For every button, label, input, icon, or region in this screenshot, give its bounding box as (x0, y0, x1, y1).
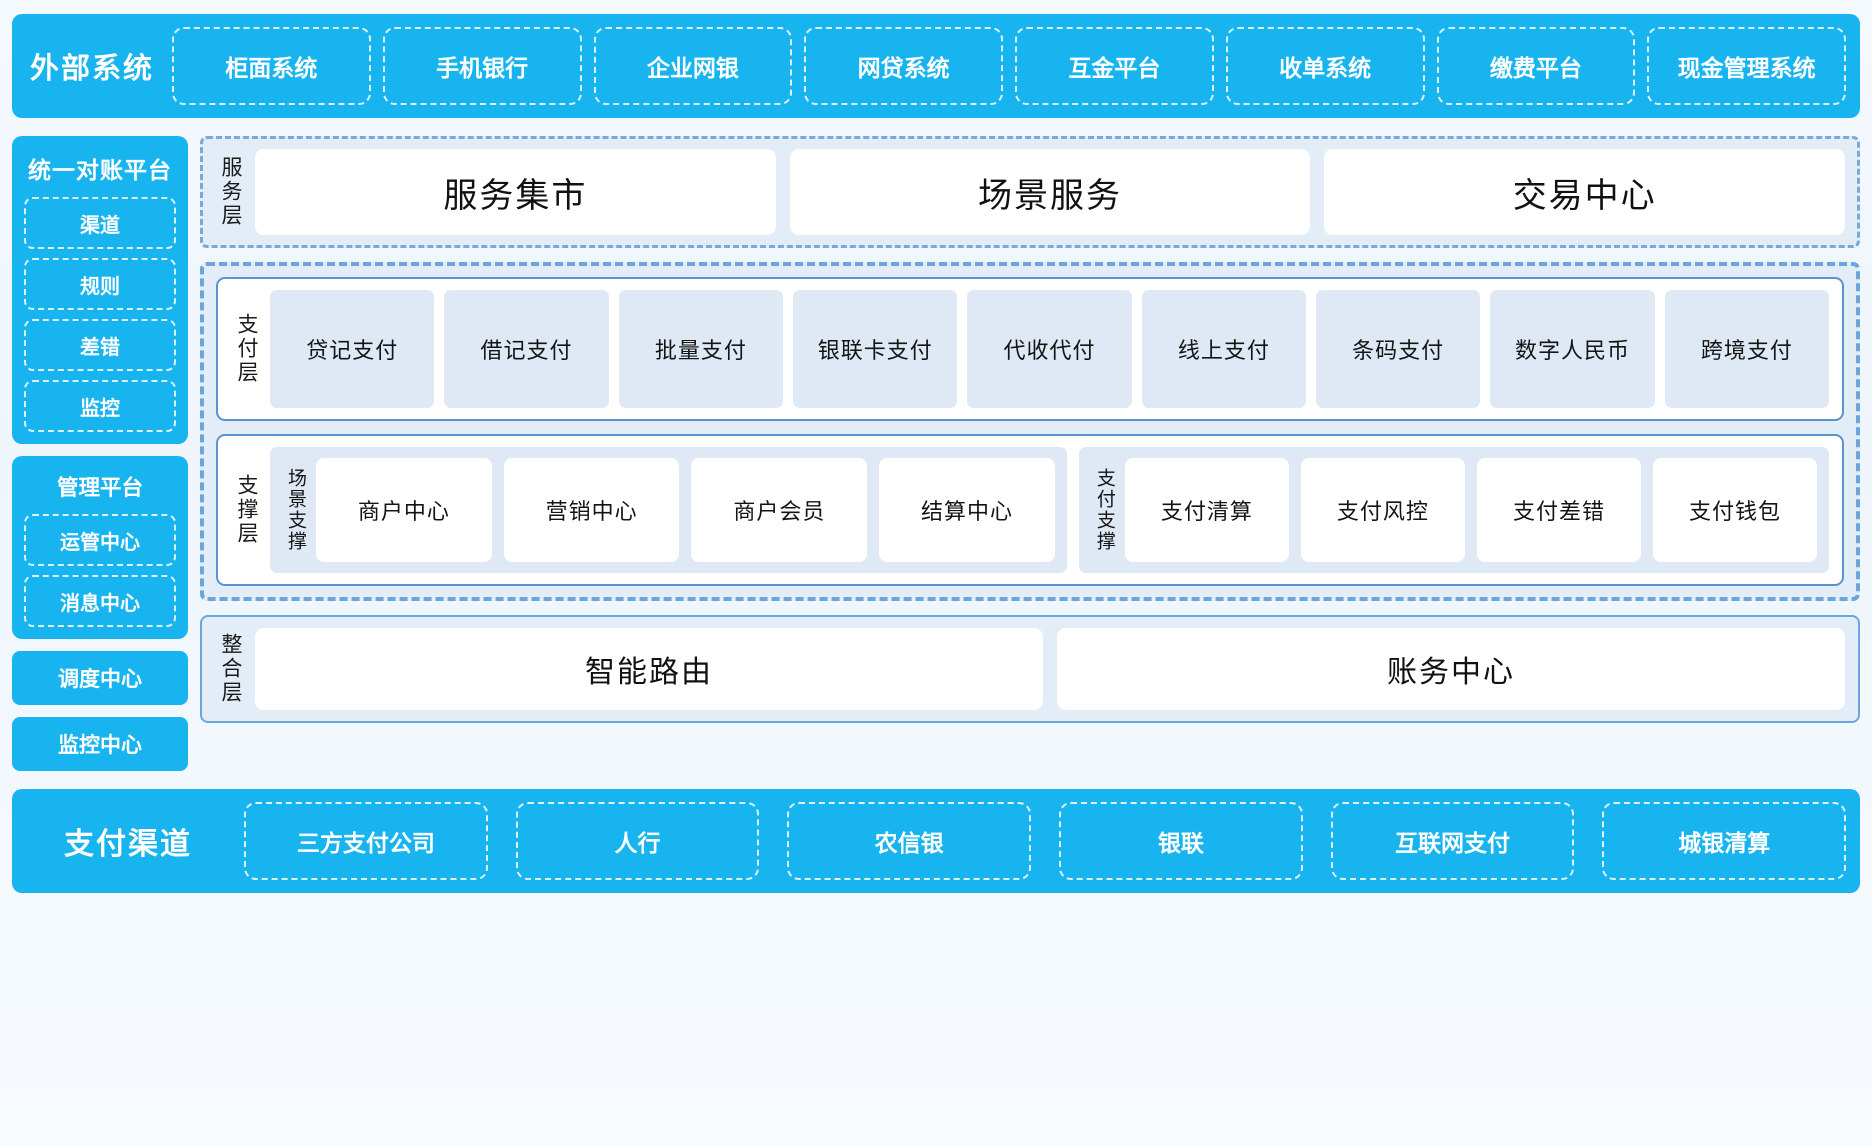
sidebar-item-channel[interactable]: 渠道 (24, 197, 176, 249)
external-system-item[interactable]: 企业网银 (593, 27, 793, 105)
support-group-payment: 支付支撑 支付清算 支付风控 支付差错 支付钱包 (1078, 447, 1829, 573)
management-title: 管理平台 (56, 476, 143, 500)
integration-card-smart-routing[interactable]: 智能路由 (255, 628, 1044, 710)
payment-channel-item[interactable]: 城银清算 (1602, 802, 1847, 880)
support-group-scenario: 场景支撑 商户中心 营销中心 商户会员 结算中心 (270, 447, 1067, 573)
support-card[interactable]: 营销中心 (503, 458, 680, 562)
integration-layer: 整合层 智能路由 账务中心 (200, 615, 1860, 723)
service-layer-items: 服务集市 场景服务 交易中心 (255, 149, 1846, 235)
body-area: 统一对账平台 渠道 规则 差错 监控 管理平台 运管中心 消息中心 调度中心 监… (12, 136, 1860, 771)
payment-layer-label: 支付层 (235, 313, 259, 385)
sidebar-item-dispatch-center[interactable]: 调度中心 (12, 651, 188, 705)
support-layer-groups: 场景支撑 商户中心 营销中心 商户会员 结算中心 支付支撑 支付清算 (270, 447, 1829, 573)
sidebar-item-error[interactable]: 差错 (24, 319, 176, 371)
support-card[interactable]: 商户会员 (691, 458, 868, 562)
sidebar: 统一对账平台 渠道 规则 差错 监控 管理平台 运管中心 消息中心 调度中心 监… (12, 136, 188, 771)
integration-layer-label: 整合层 (219, 633, 243, 705)
payment-tile[interactable]: 线上支付 (1141, 290, 1307, 408)
support-layer: 支撑层 场景支撑 商户中心 营销中心 商户会员 结算中心 (216, 434, 1844, 586)
support-card[interactable]: 结算中心 (879, 458, 1055, 562)
payment-channels-bar: 支付渠道 三方支付公司 人行 农信银 银联 互联网支付 城银清算 (12, 789, 1860, 893)
support-card[interactable]: 支付差错 (1476, 458, 1641, 562)
payment-channels-list: 三方支付公司 人行 农信银 银联 互联网支付 城银清算 (244, 802, 1847, 880)
main-column: 服务层 服务集市 场景服务 交易中心 支付层 贷记支付 借记支付 批量支付 银联… (200, 136, 1860, 723)
payment-tile[interactable]: 数字人民币 (1490, 290, 1655, 408)
payment-tile[interactable]: 贷记支付 (270, 290, 435, 408)
support-card[interactable]: 支付清算 (1124, 458, 1289, 562)
external-systems-title: 外部系统 (29, 53, 154, 85)
payment-tile[interactable]: 代收代付 (967, 290, 1132, 408)
service-layer-label: 服务层 (219, 156, 243, 228)
external-system-item[interactable]: 互金平台 (1015, 27, 1214, 105)
support-card[interactable]: 支付风控 (1300, 458, 1465, 562)
external-system-item[interactable]: 现金管理系统 (1647, 27, 1846, 105)
payment-support-label: 支付支撑 (1093, 468, 1115, 552)
sidebar-management-platform: 管理平台 运管中心 消息中心 (12, 456, 188, 639)
external-system-item[interactable]: 缴费平台 (1436, 27, 1636, 105)
payment-channel-item[interactable]: 人行 (515, 802, 760, 880)
payment-tile[interactable]: 条码支付 (1316, 290, 1481, 408)
payment-layer: 支付层 贷记支付 借记支付 批量支付 银联卡支付 代收代付 线上支付 条码支付 … (216, 277, 1844, 421)
payment-support-items: 支付清算 支付风控 支付差错 支付钱包 (1124, 458, 1818, 562)
sidebar-item-rule[interactable]: 规则 (24, 258, 176, 310)
external-systems-bar: 外部系统 柜面系统 手机银行 企业网银 网贷系统 互金平台 收单系统 缴费平台 … (12, 14, 1860, 118)
external-system-item[interactable]: 手机银行 (382, 27, 582, 105)
payment-channels-title: 支付渠道 (64, 828, 192, 861)
scenario-support-items: 商户中心 营销中心 商户会员 结算中心 (315, 458, 1055, 562)
sidebar-reconciliation-platform: 统一对账平台 渠道 规则 差错 监控 (12, 136, 188, 444)
external-system-item[interactable]: 网贷系统 (804, 27, 1003, 105)
reconciliation-title: 统一对账平台 (28, 157, 172, 183)
support-card[interactable]: 支付钱包 (1652, 458, 1818, 562)
external-systems-list: 柜面系统 手机银行 企业网银 网贷系统 互金平台 收单系统 缴费平台 现金管理系… (172, 27, 1846, 105)
integration-card-accounting[interactable]: 账务中心 (1057, 628, 1846, 710)
sidebar-item-operations-center[interactable]: 运管中心 (24, 514, 176, 566)
payment-layer-items: 贷记支付 借记支付 批量支付 银联卡支付 代收代付 线上支付 条码支付 数字人民… (270, 290, 1829, 408)
payment-channel-item[interactable]: 互联网支付 (1330, 802, 1575, 880)
service-card-transaction[interactable]: 交易中心 (1324, 149, 1846, 235)
payment-channel-item[interactable]: 三方支付公司 (244, 802, 488, 880)
service-layer: 服务层 服务集市 场景服务 交易中心 (200, 136, 1860, 248)
sidebar-item-monitor[interactable]: 监控 (24, 380, 176, 432)
payment-channel-item[interactable]: 农信银 (787, 802, 1032, 880)
payment-support-container: 支付层 贷记支付 借记支付 批量支付 银联卡支付 代收代付 线上支付 条码支付 … (200, 262, 1860, 601)
scenario-support-label: 场景支撑 (284, 468, 306, 552)
payment-channel-item[interactable]: 银联 (1059, 802, 1303, 880)
payment-tile[interactable]: 借记支付 (444, 290, 609, 408)
payment-tile[interactable]: 跨境支付 (1664, 290, 1829, 408)
payment-tile[interactable]: 银联卡支付 (793, 290, 958, 408)
sidebar-item-monitor-center[interactable]: 监控中心 (12, 717, 188, 771)
support-card[interactable]: 商户中心 (315, 458, 492, 562)
support-layer-label: 支撑层 (235, 474, 259, 546)
payment-tile[interactable]: 批量支付 (618, 290, 784, 408)
service-card-marketplace[interactable]: 服务集市 (255, 149, 776, 235)
integration-layer-items: 智能路由 账务中心 (255, 628, 1846, 710)
service-card-scenario[interactable]: 场景服务 (789, 149, 1311, 235)
external-system-item[interactable]: 柜面系统 (172, 27, 371, 105)
external-system-item[interactable]: 收单系统 (1225, 27, 1425, 105)
sidebar-item-message-center[interactable]: 消息中心 (24, 575, 176, 627)
